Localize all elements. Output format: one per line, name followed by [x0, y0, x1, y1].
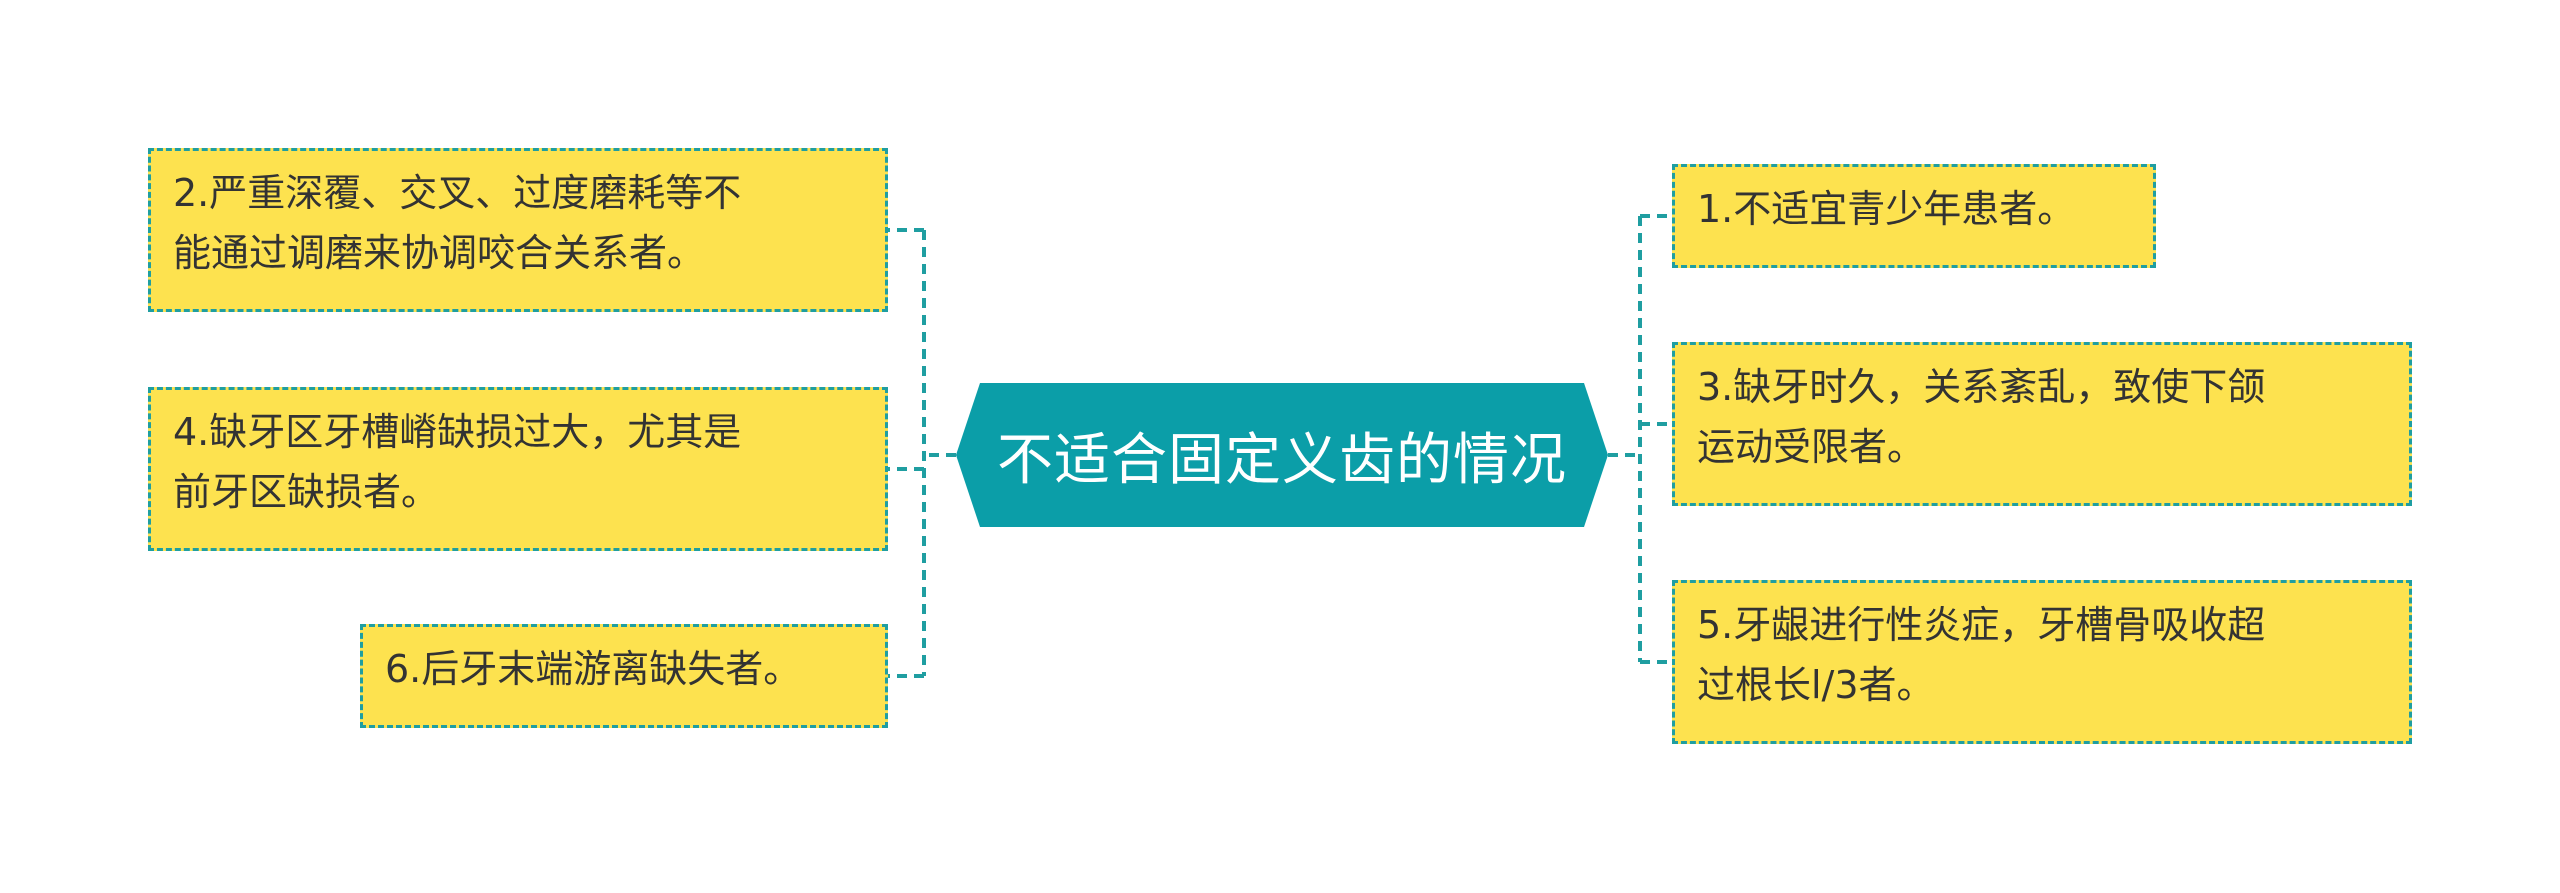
topic-node-line: 3.缺牙时久，关系紊乱，致使下颌 — [1697, 365, 2266, 409]
topic-node-3[interactable]: 3.缺牙时久，关系紊乱，致使下颌 运动受限者。 — [1672, 342, 2412, 506]
topic-node-5[interactable]: 5.牙龈进行性炎症，牙槽骨吸收超 过根长l/3者。 — [1672, 580, 2412, 744]
topic-node-line: 6.后牙末端游离缺失者。 — [385, 647, 802, 691]
topic-node-line: 前牙区缺损者。 — [173, 470, 440, 514]
central-topic-label: 不适合固定义齿的情况 — [997, 427, 1567, 493]
topic-node-6[interactable]: 6.后牙末端游离缺失者。 — [360, 624, 888, 728]
topic-node-line: 能通过调磨来协调咬合关系者。 — [173, 231, 706, 275]
topic-node-line: 过根长l/3者。 — [1697, 663, 1935, 707]
topic-node-line: 运动受限者。 — [1697, 425, 1926, 469]
topic-node-2[interactable]: 2.严重深覆、交叉、过度磨耗等不 能通过调磨来协调咬合关系者。 — [148, 148, 888, 312]
central-topic[interactable]: 不适合固定义齿的情况 — [956, 383, 1608, 527]
topic-node-line: 2.严重深覆、交叉、过度磨耗等不 — [173, 171, 742, 215]
topic-node-4[interactable]: 4.缺牙区牙槽嵴缺损过大，尤其是 前牙区缺损者。 — [148, 387, 888, 551]
topic-node-line: 1.不适宜青少年患者。 — [1697, 187, 2076, 231]
topic-node-line: 5.牙龈进行性炎症，牙槽骨吸收超 — [1697, 603, 2266, 647]
topic-node-1[interactable]: 1.不适宜青少年患者。 — [1672, 164, 2156, 268]
topic-node-line: 4.缺牙区牙槽嵴缺损过大，尤其是 — [173, 410, 742, 454]
